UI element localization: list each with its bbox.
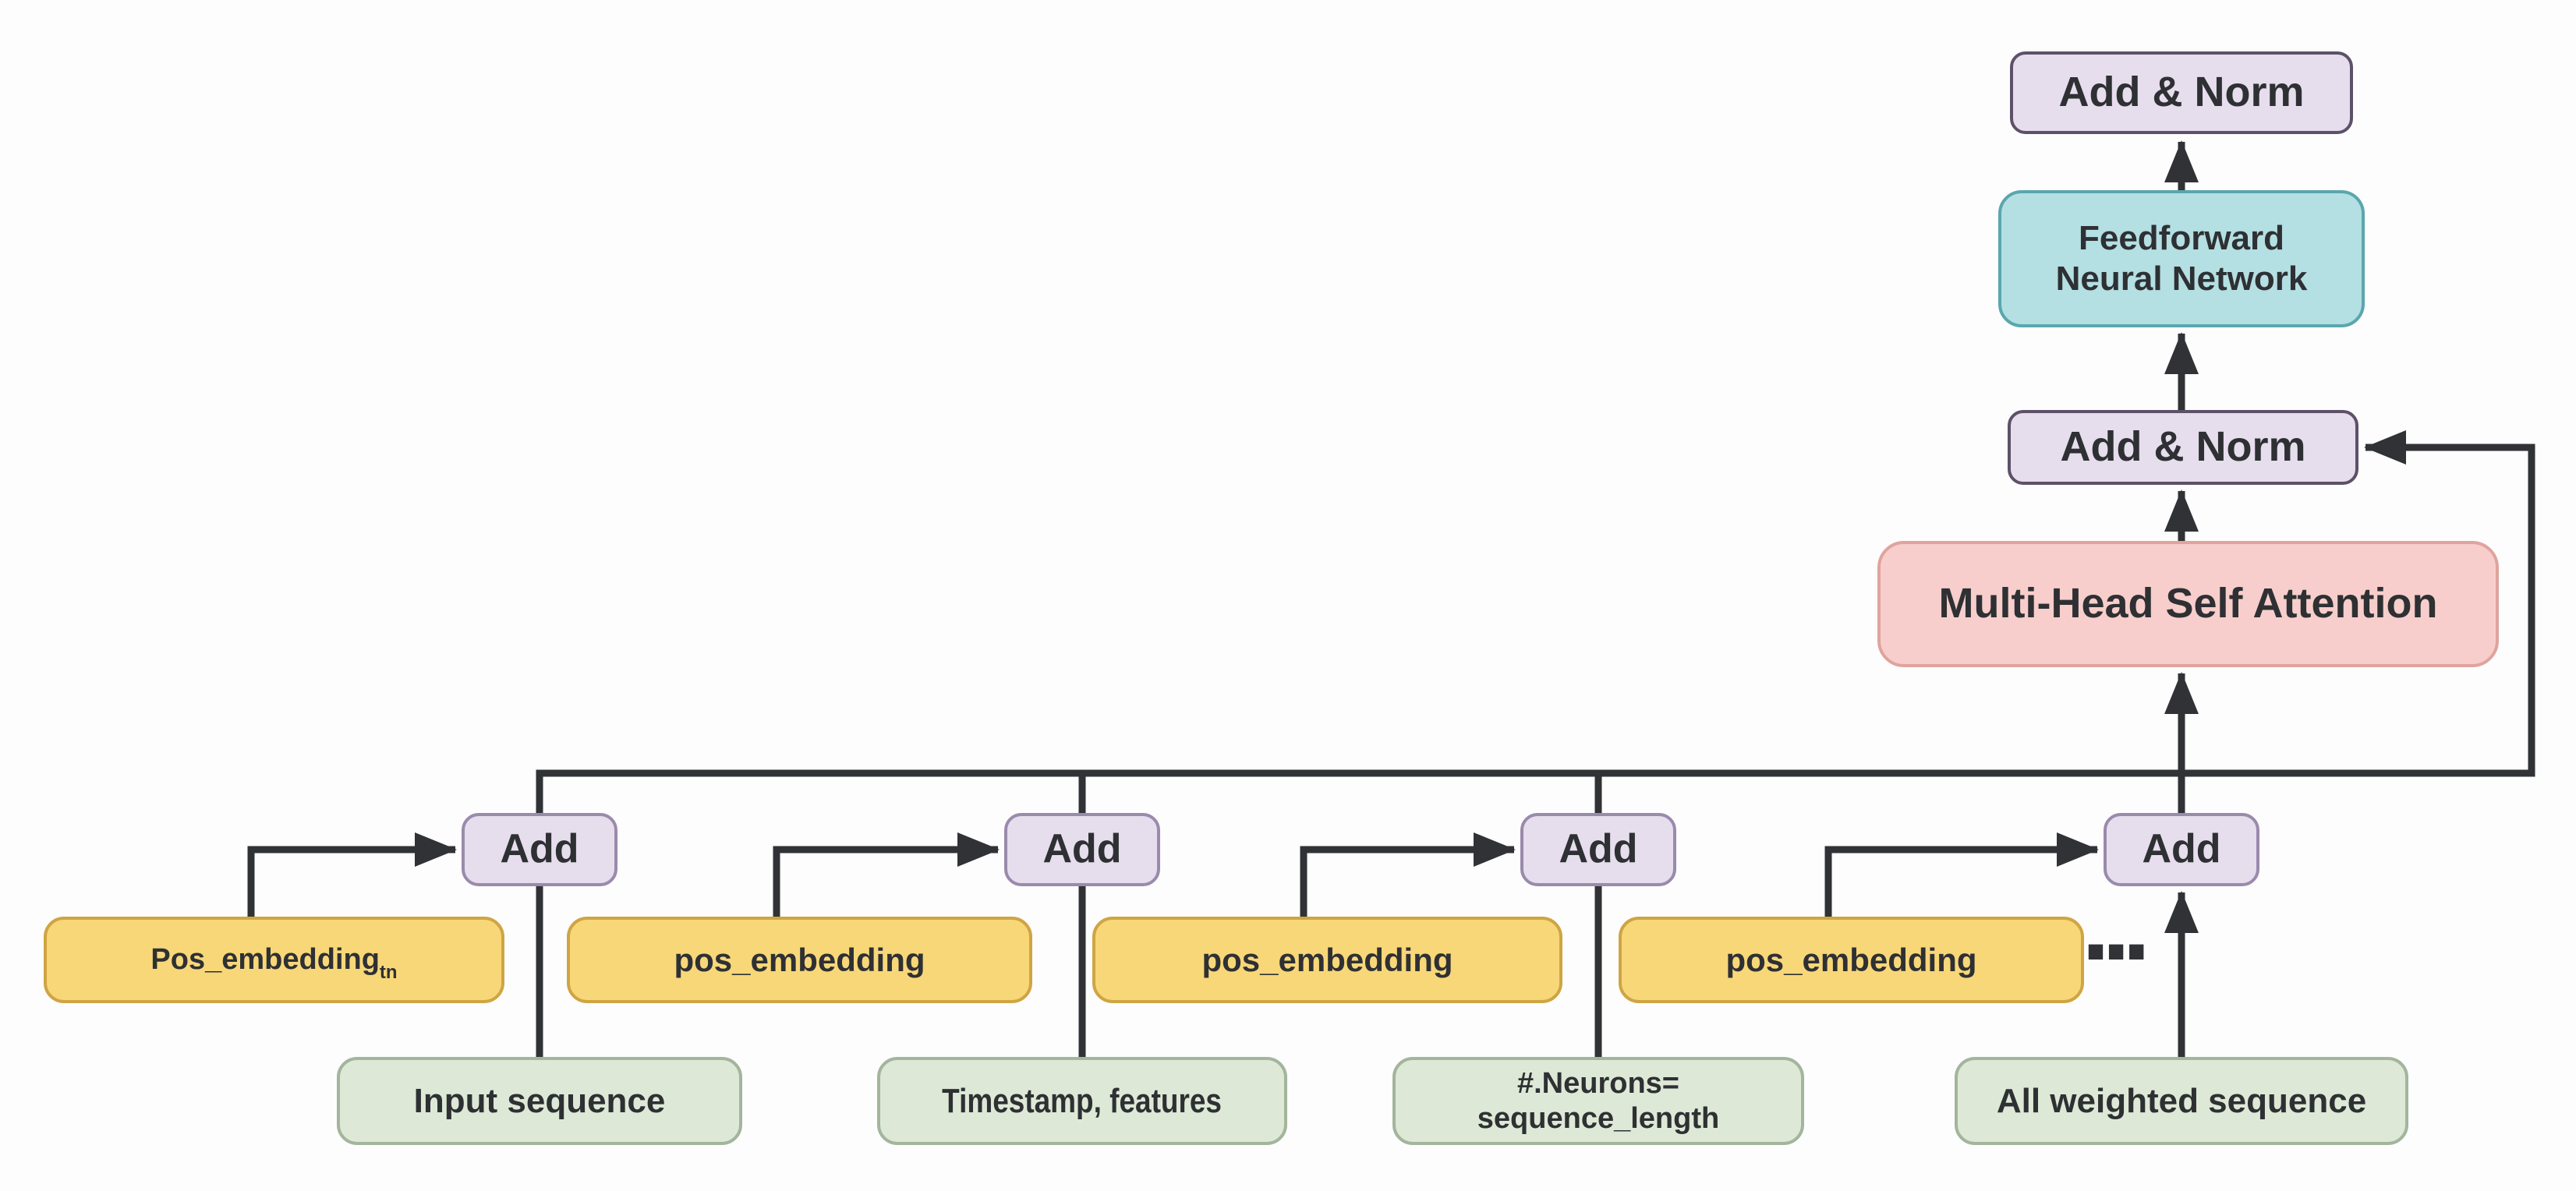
node-label: #.Neurons= sequence_length: [1477, 1066, 1719, 1136]
node-add-3: Add: [1520, 813, 1676, 886]
node-label: pos_embedding: [1201, 941, 1453, 978]
bus-and-residual-arrow: [536, 430, 2535, 813]
pos3-to-add3-arrow: [1300, 832, 1516, 917]
node-label: Add: [1042, 826, 1122, 872]
node-multi-head-self-attention: Multi-Head Self Attention: [1877, 541, 2499, 667]
node-all-weighted-sequence: All weighted sequence: [1955, 1057, 2408, 1145]
pos1-subscript: tn: [379, 962, 398, 984]
node-label: Add & Norm: [2058, 69, 2305, 116]
node-timestamp-features: Timestamp, features: [877, 1057, 1287, 1145]
node-label: pos_embedding: [674, 941, 925, 978]
node-feedforward: Feedforward Neural Network: [1998, 190, 2365, 327]
node-add-4: Add: [2104, 813, 2259, 886]
node-label: Multi-Head Self Attention: [1938, 580, 2438, 627]
neurons-line-2: sequence_length: [1477, 1101, 1720, 1135]
node-add-2: Add: [1004, 813, 1160, 886]
node-label: All weighted sequence: [1996, 1081, 2367, 1120]
pos4-to-add4-arrow: [1824, 832, 2099, 917]
node-label: Add: [500, 826, 579, 872]
feedforward-line-1: Feedforward: [2078, 219, 2285, 258]
node-neurons-sequence-length: #.Neurons= sequence_length: [1392, 1057, 1804, 1145]
node-add-norm-top: Add & Norm: [2010, 51, 2353, 134]
node-pos-embedding-3: pos_embedding: [1092, 917, 1562, 1003]
node-label: Add & Norm: [2060, 423, 2306, 471]
pos1-to-add1-arrow: [247, 832, 457, 917]
node-pos-embedding-2: pos_embedding: [567, 917, 1032, 1003]
ellipsis-dots: ...: [2082, 868, 2150, 981]
neurons-line-1: #.Neurons=: [1516, 1066, 1679, 1100]
node-pos-embedding-1: Pos_embeddingtn: [44, 917, 504, 1003]
node-label: Add: [2142, 826, 2221, 872]
node-input-sequence: Input sequence: [337, 1057, 742, 1145]
node-label: Add: [1559, 826, 1638, 872]
pos1-text: Pos_embedding: [150, 943, 380, 977]
pos2-to-add2-arrow: [773, 832, 1000, 917]
node-label: pos_embedding: [1725, 941, 1977, 978]
node-add-norm-mid: Add & Norm: [2008, 410, 2358, 485]
node-label: Input sequence: [413, 1081, 666, 1120]
feedforward-line-2: Neural Network: [2055, 260, 2308, 298]
node-label: Feedforward Neural Network: [2056, 218, 2308, 299]
node-label: Timestamp, features: [942, 1081, 1223, 1120]
node-add-1: Add: [462, 813, 617, 886]
node-label: Pos_embeddingtn: [150, 942, 397, 982]
node-pos-embedding-4: pos_embedding: [1619, 917, 2084, 1003]
